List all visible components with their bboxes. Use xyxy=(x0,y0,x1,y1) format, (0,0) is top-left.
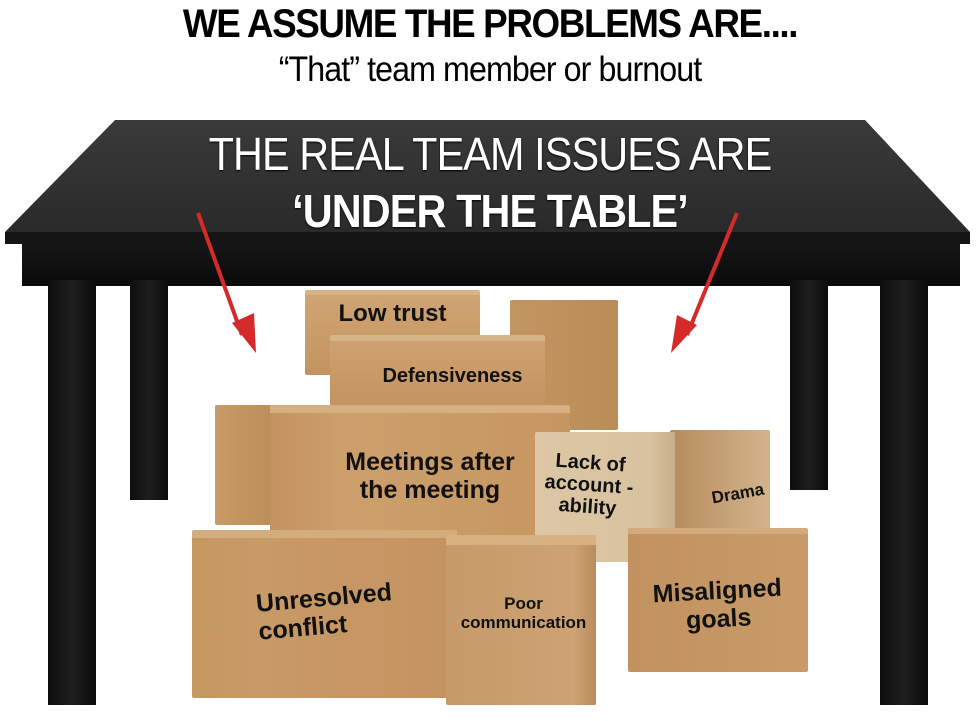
box-poor-communication: Poor communication xyxy=(446,535,596,705)
box-label: Low trust xyxy=(338,300,447,327)
box-label: Misaligned goals xyxy=(652,573,783,635)
headline: WE ASSUME THE PROBLEMS ARE.... xyxy=(182,2,799,46)
box-misaligned-goals: Misaligned goals xyxy=(628,528,808,672)
table-leg-front-right xyxy=(880,280,928,705)
table-leg-back-right xyxy=(790,280,828,490)
arrow-left-icon xyxy=(196,212,256,353)
box-label: Drama xyxy=(710,479,766,508)
box-label: Unresolved conflict xyxy=(254,578,393,646)
box-unresolved-conflict: Unresolved conflict xyxy=(192,530,457,698)
box-label: Poor communication xyxy=(460,594,587,632)
table-caption-line2: ‘UNDER THE TABLE’ xyxy=(292,185,689,237)
table-leg-front-left xyxy=(48,280,96,705)
box-label: Defensiveness xyxy=(382,365,523,387)
box-label: Lack of account -ability xyxy=(543,449,635,520)
table-apron xyxy=(22,244,960,286)
box-label: Meetings after the meeting xyxy=(345,448,515,504)
table-caption-line1: THE REAL TEAM ISSUES ARE xyxy=(208,128,773,180)
arrow-right-icon xyxy=(671,212,739,353)
table-leg-back-left xyxy=(130,280,168,500)
subheadline: “That” team member or burnout xyxy=(278,50,702,89)
